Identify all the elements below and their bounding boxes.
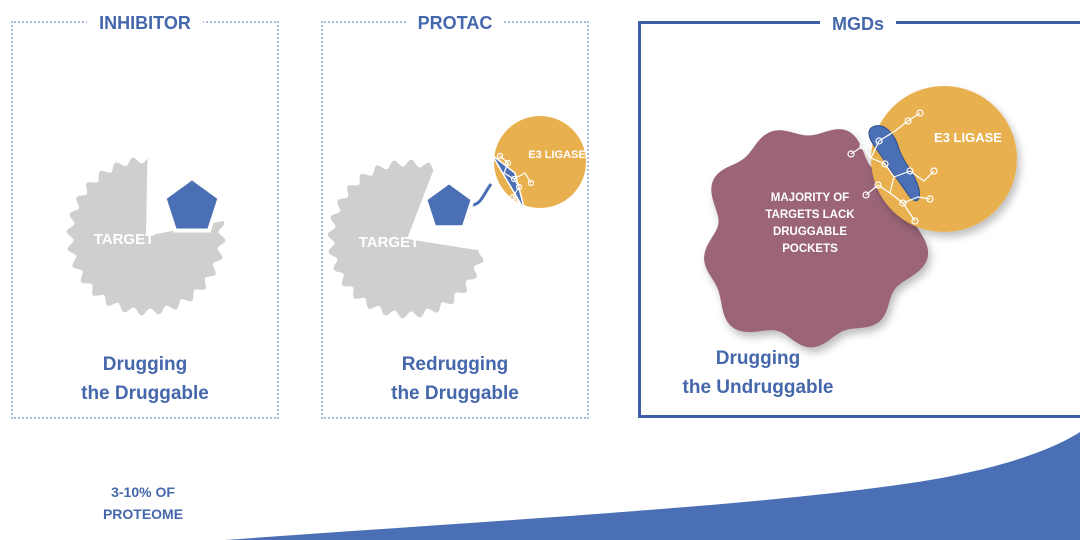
molecule-network — [496, 152, 535, 217]
molecule-network — [847, 109, 938, 225]
mgds-title: MGDs — [641, 11, 1075, 37]
molecule-bonds — [902, 196, 931, 204]
protac-linker — [470, 183, 493, 207]
molecule-bonds — [499, 155, 528, 214]
target-description-line3: DRUGGABLE — [773, 226, 847, 238]
molecule-atom — [899, 199, 907, 207]
inhibitor-drug-pentagon — [162, 175, 222, 233]
inhibitor-panel: INHIBITOR TARGET Drugging the Druggable — [11, 13, 279, 419]
e3-binder-wedge — [491, 154, 526, 212]
target-protein-shape — [327, 159, 484, 319]
e3-ligase-circle — [871, 86, 1017, 232]
undruggable-target-shape — [704, 129, 929, 348]
molecule-atom — [911, 217, 919, 225]
molecule-atom — [904, 117, 912, 125]
molecule-atom — [527, 179, 535, 187]
molecule-bonds — [870, 112, 921, 159]
mgds-caption-line2: the Undruggable — [682, 377, 834, 398]
molecule-bonds — [865, 184, 891, 196]
protac-panel: PROTAC E3 LIGASE TARGET Redrugging — [321, 13, 589, 419]
protac-caption-line2: the Druggable — [391, 383, 519, 404]
proteome-line2: PROTEOME — [102, 506, 184, 522]
mgds-panel: MGDs — [638, 14, 1080, 418]
molecule-atom — [930, 167, 938, 175]
molecule-atom — [847, 150, 855, 158]
molecule-atom — [906, 167, 914, 175]
inhibitor-caption: Drugging the Druggable — [13, 350, 277, 408]
molecule-atom — [515, 183, 523, 191]
molecule-bonds — [893, 170, 935, 182]
molecule-atom — [874, 181, 882, 189]
e3-ligase-label: E3 LIGASE — [934, 130, 1002, 145]
e3-ligase-circle — [494, 116, 586, 208]
wave-shape — [225, 432, 1080, 540]
molecule-atom — [875, 137, 883, 145]
protac-caption-line1: Redrugging — [401, 354, 509, 375]
molecule-atom — [510, 175, 518, 183]
inhibitor-title: INHIBITOR — [13, 10, 277, 36]
molecule-atom — [859, 142, 867, 150]
target-label: TARGET — [359, 234, 420, 251]
molecule-atom — [496, 152, 504, 160]
target-description-line1: MAJORITY OF — [771, 192, 849, 204]
inhibitor-illustration: TARGET — [66, 157, 226, 316]
molecule-atom — [916, 109, 924, 117]
protac-drug-pentagon — [422, 179, 476, 230]
protac-caption: Redrugging the Druggable — [323, 350, 587, 408]
molecule-atom — [881, 160, 889, 168]
molecule-atom — [504, 159, 512, 167]
target-description-line4: POCKETS — [782, 243, 838, 255]
mgds-illustration: E3 LIGASE MAJORITY OF TARGETS LACK DRUGG… — [704, 86, 1017, 348]
target-label: TARGET — [94, 231, 155, 248]
target-description-line2: TARGETS LACK — [765, 209, 855, 221]
molecule-atom — [523, 209, 531, 217]
molecule-atom — [862, 191, 870, 199]
target-description: MAJORITY OF TARGETS LACK DRUGGABLE POCKE… — [765, 192, 855, 255]
target-protein-shape — [66, 157, 226, 316]
protac-illustration: E3 LIGASE TARGET — [327, 116, 586, 319]
inhibitor-caption-line2: the Druggable — [81, 383, 209, 404]
proteome-line1: 3-10% OF — [111, 484, 175, 500]
inhibitor-caption-line1: Drugging — [102, 354, 188, 375]
molecule-atom — [509, 193, 517, 201]
mgds-caption-line1: Drugging — [715, 348, 801, 369]
protac-title: PROTAC — [323, 10, 587, 36]
e3-ligase-label: E3 LIGASE — [528, 149, 585, 161]
molecular-glue-shape — [868, 125, 920, 202]
mgds-caption: Drugging the Undruggable — [421, 344, 1080, 402]
proteome-label: 3-10% OF PROTEOME — [78, 481, 208, 525]
molecule-bonds — [513, 172, 532, 184]
